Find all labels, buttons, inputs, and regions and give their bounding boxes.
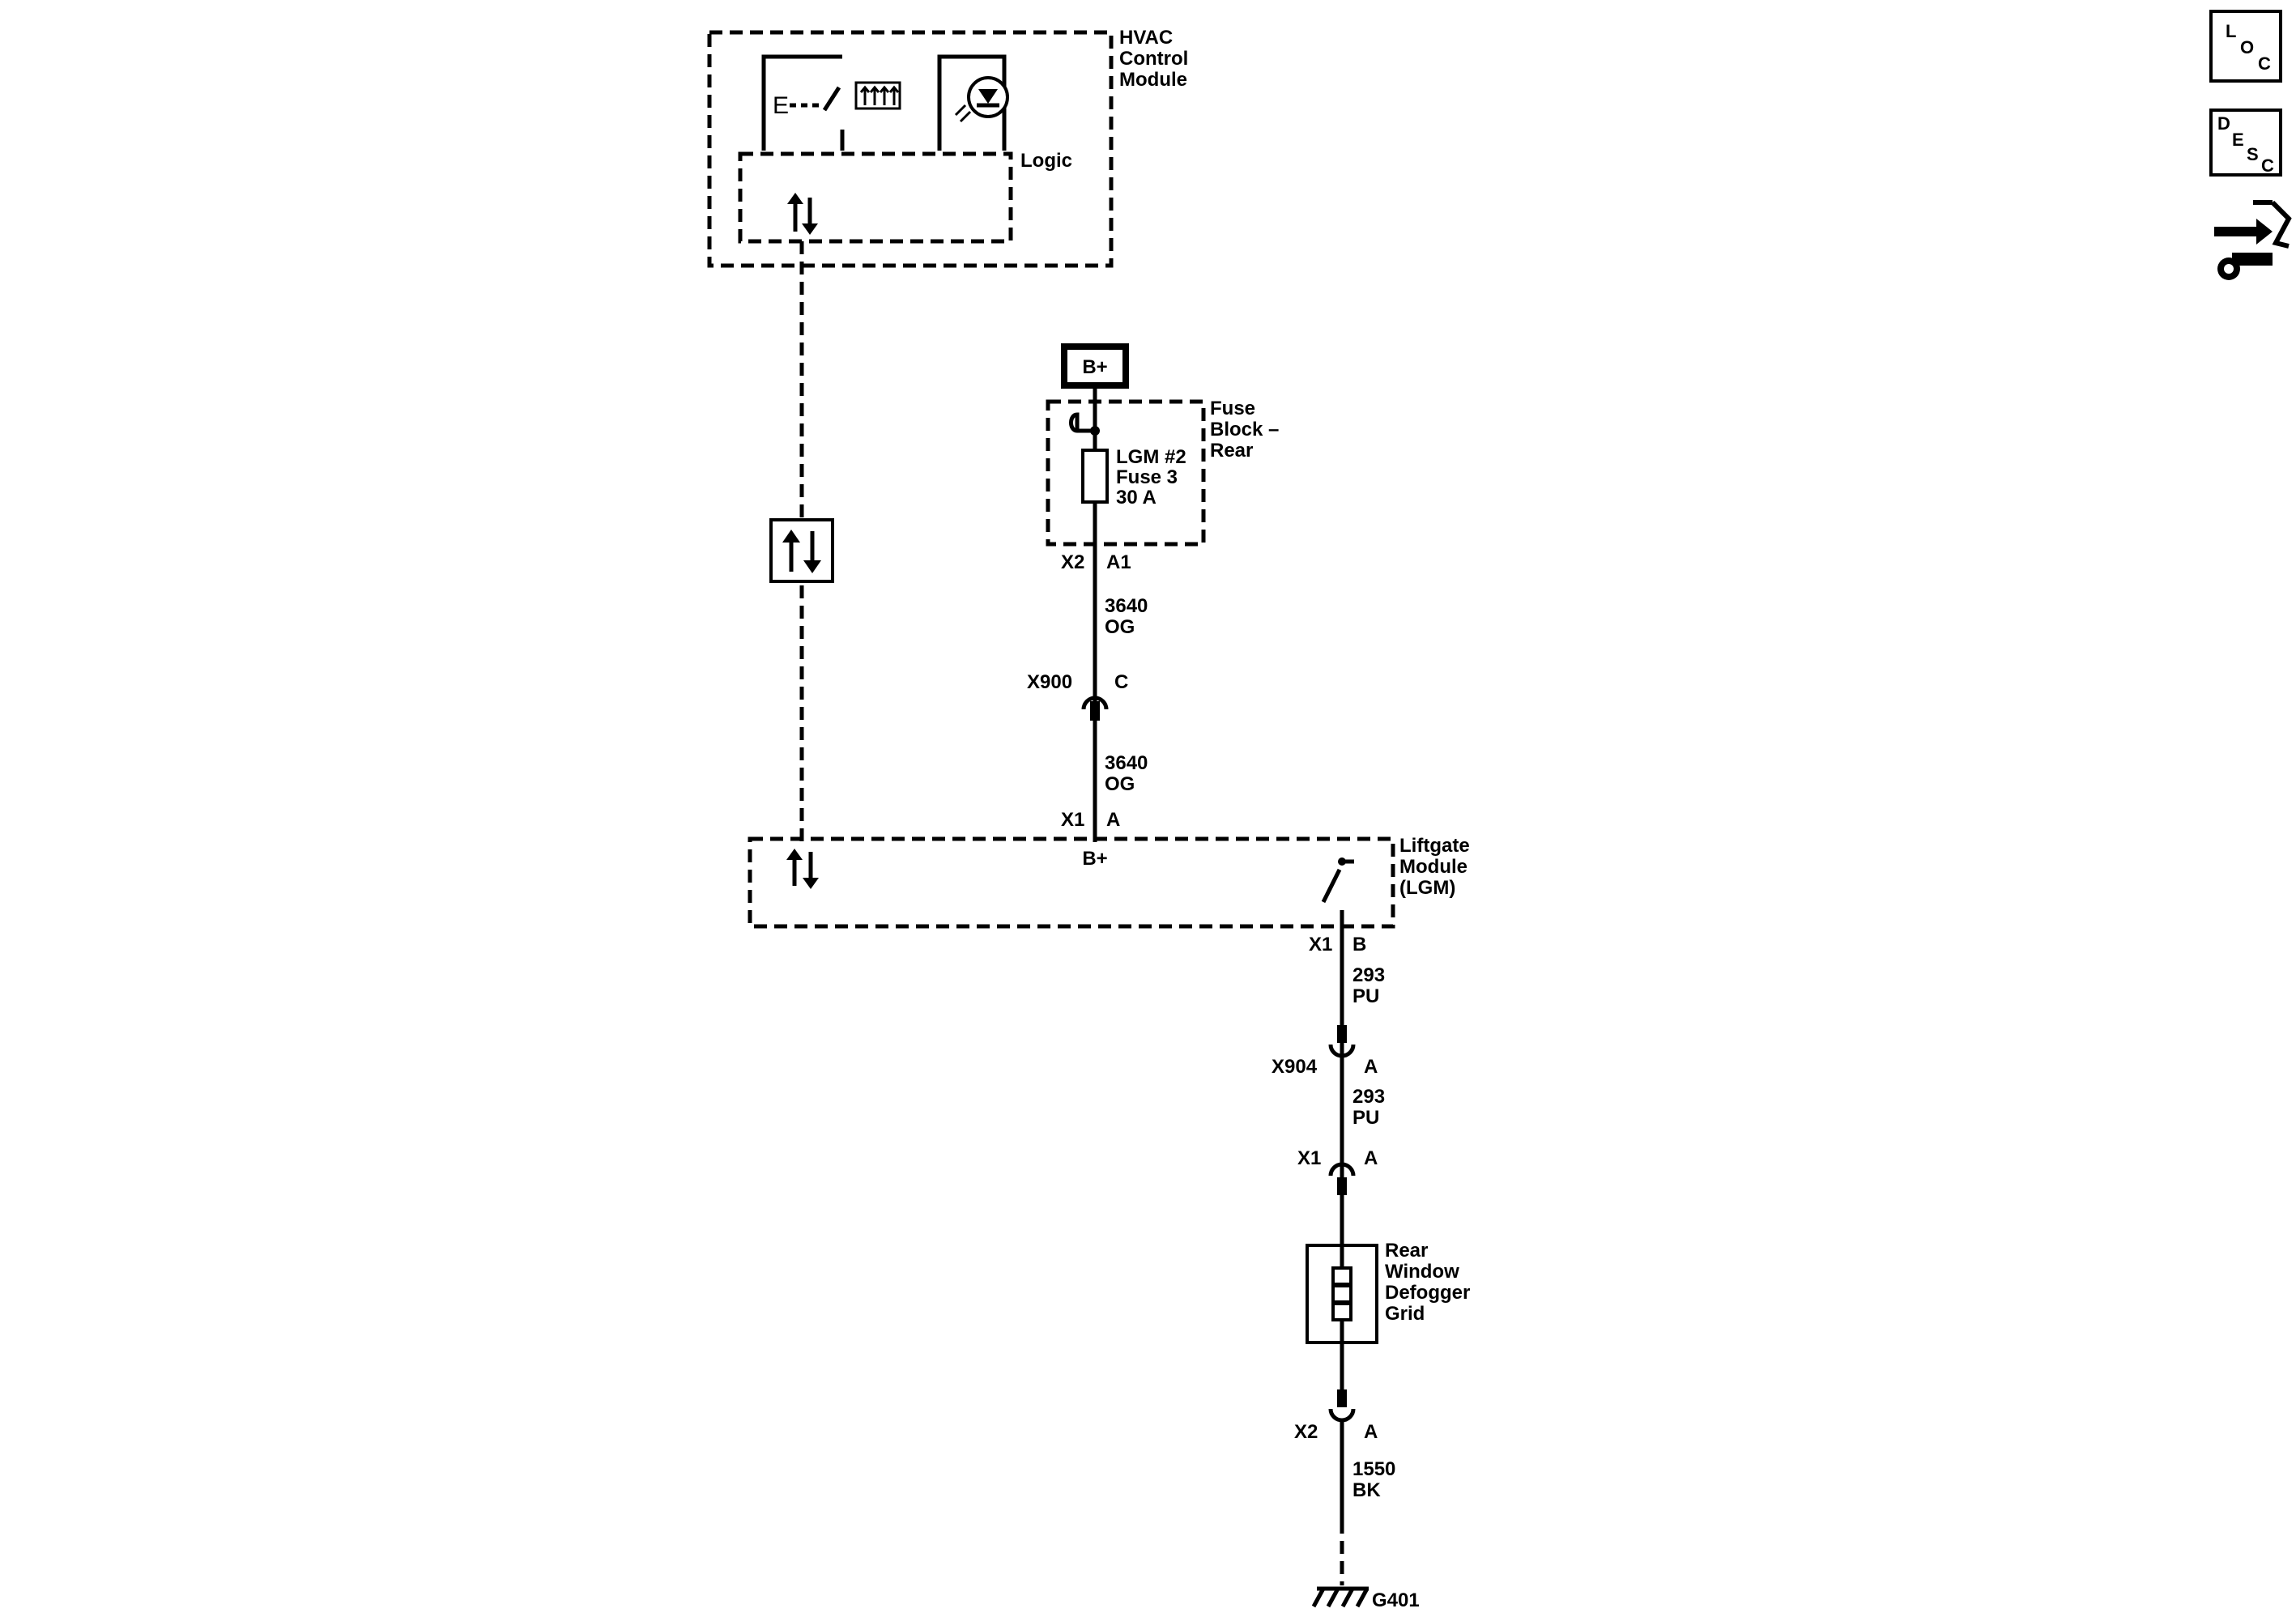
wire-2-circuit: 3640 [1105,752,1148,774]
fuse-icon [1081,449,1109,504]
lgm-name-line-3: (LGM) [1399,877,1455,899]
x900-name: X900 [1027,671,1072,693]
x900-connector: X900 C [1027,671,1128,721]
hvac-control-module: HVAC Control Module E Logic [707,27,1188,268]
lgm-name-line-2: Module [1399,856,1467,878]
loc-letter-2: O [2240,37,2254,57]
lgm-in-connector: X1 [1061,809,1084,831]
desc-letter-4: C [2261,155,2274,176]
x900-pin: C [1114,671,1128,693]
logic-label: Logic [1020,150,1072,172]
fuse-line-1: LGM #2 [1116,446,1186,468]
defog-switch: E [761,54,845,151]
hvac-name-line-3: Module [1119,69,1187,91]
lgm-in-pin: A [1106,809,1120,831]
wire-2-color: OG [1105,773,1135,795]
defogger-name-line-4: Grid [1385,1303,1425,1325]
defogger-out-connector: X2 A [1294,1389,1378,1443]
defogger-in-connector-name: X1 [1297,1147,1321,1169]
fuse-block-name-line-2: Block – [1210,419,1279,440]
defogger-in-pin: A [1364,1147,1378,1169]
ground-icon: G401 [1311,1586,1420,1611]
lgm-out-pin: B [1352,934,1366,955]
x904-connector: X904 A [1272,1025,1378,1078]
defogger-out-pin: A [1364,1421,1378,1443]
svg-text:E: E [773,92,789,119]
hvac-name-line-1: HVAC [1119,27,1173,49]
battery-label: B+ [1082,356,1107,378]
desc-letter-1: D [2217,113,2230,134]
grid-element-3 [1331,1302,1352,1321]
wire-5-circuit: 1550 [1352,1458,1395,1480]
lgm-serial-arrows-icon [786,849,819,889]
loc-letter-1: L [2226,21,2236,41]
desc-letter-2: E [2232,130,2244,150]
indicator-led-icon [937,54,1009,151]
logic-block [738,151,1013,244]
desc-icon[interactable]: D E S C [2209,109,2282,177]
wire-3-color: PU [1352,985,1379,1007]
wire-4-circuit: 293 [1352,1086,1385,1108]
wire-3-circuit: 293 [1352,964,1385,986]
fuse-line-3: 30 A [1116,487,1157,509]
ground-label: G401 [1372,1589,1420,1611]
grid-element-1 [1331,1266,1352,1286]
defogger-out-connector-name: X2 [1294,1421,1318,1443]
wire-1-circuit: 3640 [1105,595,1148,617]
defogger-name-line-3: Defogger [1385,1282,1470,1304]
hvac-name-line-2: Control [1119,48,1188,70]
rear-window-defogger-grid: Rear Window Defogger Grid [1306,1195,1470,1389]
grid-element-2 [1331,1284,1352,1304]
desc-letter-3: S [2247,144,2259,164]
lgm-output-switch [1321,857,1354,980]
lgm-name-line-1: Liftgate [1399,835,1470,857]
serial-data-symbol [769,518,834,583]
x904-pin: A [1364,1056,1378,1078]
wire-5-color: BK [1352,1479,1381,1501]
defogger-in-connector: X1 A [1297,1147,1378,1195]
battery-terminal: B+ [1061,343,1129,389]
loc-icon[interactable]: L O C [2209,10,2282,83]
fuse-block-name-line-1: Fuse [1210,398,1255,419]
serial-data-arrows-icon [787,193,818,235]
lgm-bplus-label: B+ [1082,848,1107,870]
fuse-line-2: Fuse 3 [1116,466,1178,488]
lgm-out-connector: X1 [1309,934,1332,955]
connector-tool-icon[interactable] [2214,200,2292,280]
defogger-name-line-1: Rear [1385,1240,1428,1262]
rear-defog-icon [854,81,901,110]
fuse-block-connector: X2 [1061,551,1084,573]
fuse-block-name-line-3: Rear [1210,440,1253,462]
fuse-block-rear: Fuse Block – Rear LGM #2 Fuse 3 30 A X2 … [1046,398,1279,573]
wire-4-color: PU [1352,1107,1379,1129]
fuse-block-pin: A1 [1106,551,1131,573]
defogger-name-line-2: Window [1385,1261,1459,1283]
loc-letter-3: C [2258,53,2271,74]
wire-1-color: OG [1105,616,1135,638]
liftgate-module: X1 A Liftgate Module (LGM) B+ X1 B [748,809,1470,980]
x904-name: X904 [1272,1056,1318,1078]
